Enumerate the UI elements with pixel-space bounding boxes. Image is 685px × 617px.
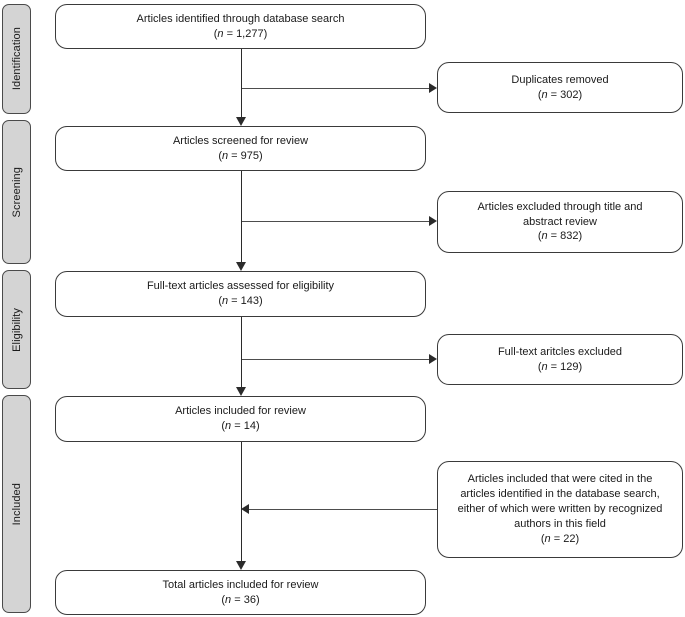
node-cited-articles-added-line-3: authors in this field [514, 517, 606, 530]
connector-branch-cited-articles [249, 509, 437, 510]
node-excluded-title-abstract-line-0: Articles excluded through title and [477, 200, 643, 213]
arrowhead-assessed-to-included [235, 387, 246, 396]
stage-tab-screening: Screening [2, 120, 31, 264]
node-cited-articles-added: Articles included that were cited in the… [437, 461, 683, 558]
node-total-articles-included: Total articles included for review (n = … [55, 570, 426, 615]
node-cited-articles-added-count: (n = 22) [540, 532, 580, 545]
stage-tab-included: Included [2, 395, 31, 613]
node-fulltext-assessed-count: (n = 143) [218, 295, 263, 307]
node-fulltext-assessed-label: Full-text articles assessed for eligibil… [146, 280, 335, 293]
connector-screened-to-assessed [241, 171, 242, 262]
arrowhead-duplicates-removed [429, 83, 437, 93]
node-fulltext-excluded-line-0: Full-text aritcles excluded [497, 345, 623, 358]
arrowhead-fulltext-excluded [429, 354, 437, 364]
node-articles-identified-count: (n = 1,277) [213, 27, 268, 40]
node-cited-articles-added-line-2: either of which were written by recogniz… [457, 503, 663, 516]
node-cited-articles-added-line-1: articles identified in the database sear… [460, 488, 660, 501]
node-articles-included-review: Articles included for review (n = 14) [55, 396, 426, 442]
node-total-articles-included-label: Total articles included for review [162, 578, 319, 591]
arrowhead-excluded-title-abstract [429, 216, 437, 226]
stage-label-eligibility: Eligibility [10, 307, 23, 352]
connector-branch-fulltext-excluded [242, 359, 430, 360]
stage-label-screening: Screening [10, 166, 23, 218]
node-articles-screened-count: (n = 975) [218, 149, 263, 162]
arrowhead-identified-to-screened [235, 117, 246, 126]
node-articles-screened: Articles screened for review (n = 975) [55, 126, 426, 171]
stage-label-identification: Identification [10, 27, 23, 91]
node-articles-included-review-label: Articles included for review [175, 405, 306, 418]
node-excluded-title-abstract: Articles excluded through title and abst… [437, 191, 683, 253]
connector-branch-duplicates [242, 88, 430, 89]
node-articles-included-review-count: (n = 14) [221, 420, 260, 432]
node-excluded-title-abstract-count: (n = 832) [537, 230, 583, 243]
node-fulltext-assessed: Full-text articles assessed for eligibil… [55, 271, 426, 317]
connector-branch-title-abstract [242, 221, 430, 222]
node-duplicates-removed-line-0: Duplicates removed [511, 73, 609, 86]
stage-tab-eligibility: Eligibility [2, 270, 31, 389]
connector-assessed-to-included [241, 317, 242, 387]
stage-tab-identification: Identification [2, 4, 31, 114]
node-fulltext-excluded-count: (n = 129) [537, 360, 583, 373]
node-duplicates-removed: Duplicates removed (n = 302) [437, 62, 683, 113]
connector-identified-to-screened [241, 49, 242, 117]
node-excluded-title-abstract-line-1: abstract review [523, 215, 597, 228]
node-articles-screened-label: Articles screened for review [172, 134, 309, 147]
node-total-articles-included-count: (n = 36) [221, 593, 260, 606]
arrowhead-included-to-total [235, 561, 246, 570]
arrowhead-cited-articles-added [241, 504, 249, 514]
stage-label-included: Included [10, 482, 23, 526]
node-cited-articles-added-line-0: Articles included that were cited in the [467, 473, 653, 486]
node-duplicates-removed-count: (n = 302) [537, 88, 583, 101]
connector-included-to-total [241, 442, 242, 561]
node-fulltext-excluded: Full-text aritcles excluded (n = 129) [437, 334, 683, 385]
arrowhead-screened-to-assessed [235, 262, 246, 271]
node-articles-identified: Articles identified through database sea… [55, 4, 426, 49]
node-articles-identified-label: Articles identified through database sea… [136, 12, 345, 25]
